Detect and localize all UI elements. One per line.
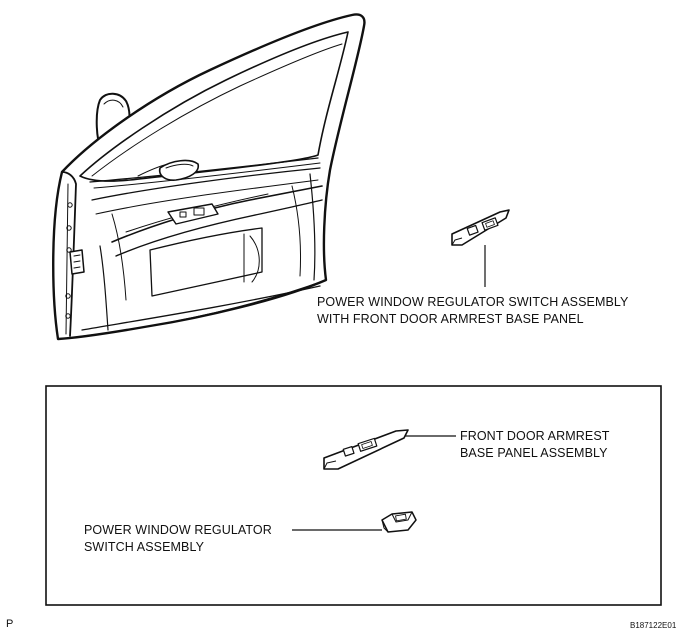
inner-handle <box>158 159 200 181</box>
regulator-switch-assembly <box>381 511 417 533</box>
window-frame-inner <box>79 31 349 182</box>
door-switch-panel <box>167 203 219 225</box>
door-pocket <box>149 227 263 297</box>
page-marker: P <box>6 618 14 630</box>
front-door-illustration <box>52 13 366 341</box>
switch-callout-line2: SWITCH ASSEMBLY <box>84 540 205 554</box>
figure-code: B187122E01 <box>630 621 677 630</box>
detail-box <box>45 385 662 606</box>
armrest-base-panel-assembly <box>323 429 409 470</box>
door-outer-frame <box>52 13 366 341</box>
base-panel-callout-line2: BASE PANEL ASSEMBLY <box>460 446 608 460</box>
assembly-callout-line2: WITH FRONT DOOR ARMREST BASE PANEL <box>317 312 584 326</box>
armrest <box>111 185 323 243</box>
assembly-callout-line1: POWER WINDOW REGULATOR SWITCH ASSEMBLY <box>317 295 629 309</box>
switch-assembly-with-base-panel <box>451 209 510 246</box>
switch-callout-line1: POWER WINDOW REGULATOR <box>84 523 272 537</box>
base-panel-callout-line1: FRONT DOOR ARMREST <box>460 429 610 443</box>
